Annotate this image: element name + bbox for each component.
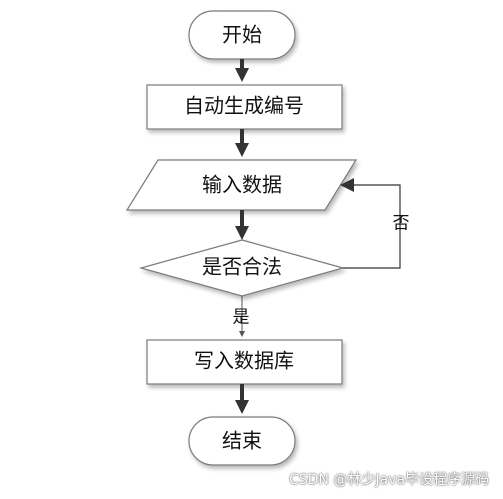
is-valid-node: 是否合法 (138, 239, 346, 297)
write-db-label: 写入数据库 (194, 349, 294, 373)
no-label: 否 (393, 214, 410, 234)
end-node: 结束 (188, 416, 296, 466)
start-label: 开始 (222, 23, 262, 47)
input-data-node: 输入数据 (125, 159, 358, 211)
arrow-input-to-decision (235, 210, 249, 240)
arrow-write-to-end (235, 384, 249, 414)
arrow-generate-to-input (235, 129, 249, 157)
arrow-start-to-generate (235, 59, 249, 82)
generate-id-label: 自动生成编号 (184, 94, 304, 118)
is-valid-label: 是否合法 (202, 255, 282, 279)
write-db-node: 写入数据库 (146, 339, 343, 385)
end-label: 结束 (222, 429, 262, 453)
yes-label: 是 (233, 308, 250, 328)
arrow-yes-to-write (239, 296, 245, 337)
input-data-label: 输入数据 (202, 173, 282, 197)
generate-id-node: 自动生成编号 (146, 84, 343, 130)
arrow-no-loop (340, 178, 401, 269)
watermark: CSDN @林少Java毕设程序源码 (289, 472, 489, 488)
start-node: 开始 (188, 10, 296, 60)
